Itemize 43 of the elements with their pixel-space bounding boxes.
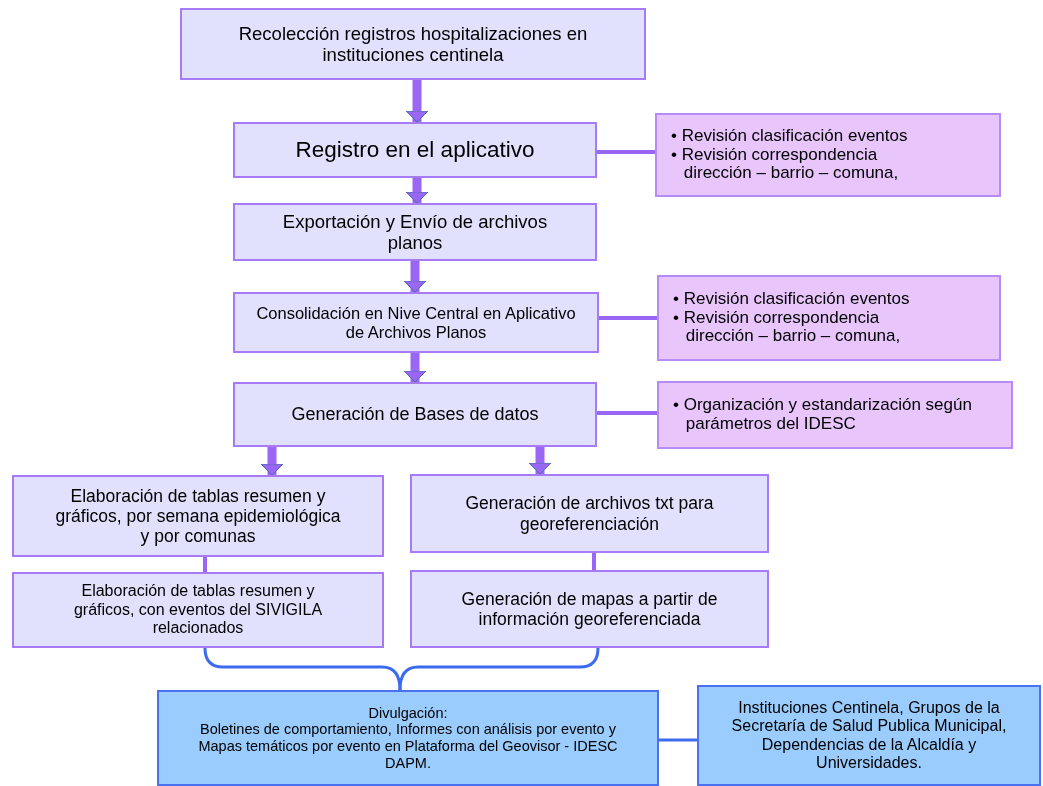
box-text: Recolección registros hospitalizaciones en instituciones centinela xyxy=(237,22,589,66)
block-arrow xyxy=(405,80,429,123)
bullet-item: • Revisión clasificación eventos xyxy=(671,126,908,146)
box-text: Elaboración de tablas resumen y gráficos, por semana epidemiológica y por comunas xyxy=(54,485,342,547)
bullet-item: • Revisión correspondencia dirección – barrio – comuna, xyxy=(673,308,902,347)
block-arrow xyxy=(260,447,284,476)
block-arrow xyxy=(403,261,427,293)
note-box xyxy=(657,381,1013,449)
box-text: Generación de mapas a partir de información georeferenciada xyxy=(460,588,719,630)
block-arrow xyxy=(405,178,429,204)
box-text: Instituciones Centinela, Grupos de la Secretaría de Salud Publica Municipal, Dependencias de la Alcaldía y Universidades. xyxy=(730,698,1008,773)
output-box xyxy=(157,690,659,786)
box-text: Elaboración de tablas resumen y gráficos, con eventos del SIVIGILA relacionados xyxy=(72,582,324,638)
note-box xyxy=(655,113,1001,197)
connector-line xyxy=(599,316,657,320)
process-box xyxy=(12,475,384,557)
box-text: Boletines de comportamiento, Informes con análisis por evento y Mapas temáticos por evento en Plataforma del Geovisor - IDESC DAPM. xyxy=(197,721,619,772)
process-box xyxy=(12,572,384,648)
box-heading: Divulgación: xyxy=(368,704,448,722)
connector-line xyxy=(203,557,207,572)
bullet-item: • Revisión correspondencia dirección – barrio – comuna, xyxy=(671,145,900,184)
box-text: Consolidación en Nive Central en Aplicativo de Archivos Planos xyxy=(255,303,577,342)
block-arrow xyxy=(403,353,427,383)
process-box xyxy=(410,570,769,648)
process-box xyxy=(233,122,597,178)
process-box xyxy=(180,8,646,80)
box-text: Generación de archivos txt para georeferenciación xyxy=(464,493,715,534)
bullet-item: • Organización y estandarización según parámetros del IDESC xyxy=(673,396,973,434)
connector-line xyxy=(597,150,655,154)
connector-line xyxy=(659,738,697,742)
box-text: Generación de Bases de datos xyxy=(291,404,539,425)
process-box xyxy=(410,474,769,553)
process-box xyxy=(233,292,599,353)
box-text: Registro en el aplicativo xyxy=(295,137,535,163)
connector-line xyxy=(597,411,657,415)
output-box xyxy=(697,685,1041,786)
bullet-item: • Revisión clasificación eventos xyxy=(673,289,910,309)
process-box xyxy=(233,203,597,261)
box-text: Exportación y Envío de archivos planos xyxy=(281,210,549,254)
process-box xyxy=(233,382,597,447)
note-box xyxy=(657,275,1001,361)
connector-line xyxy=(592,553,596,570)
block-arrow xyxy=(528,447,552,475)
